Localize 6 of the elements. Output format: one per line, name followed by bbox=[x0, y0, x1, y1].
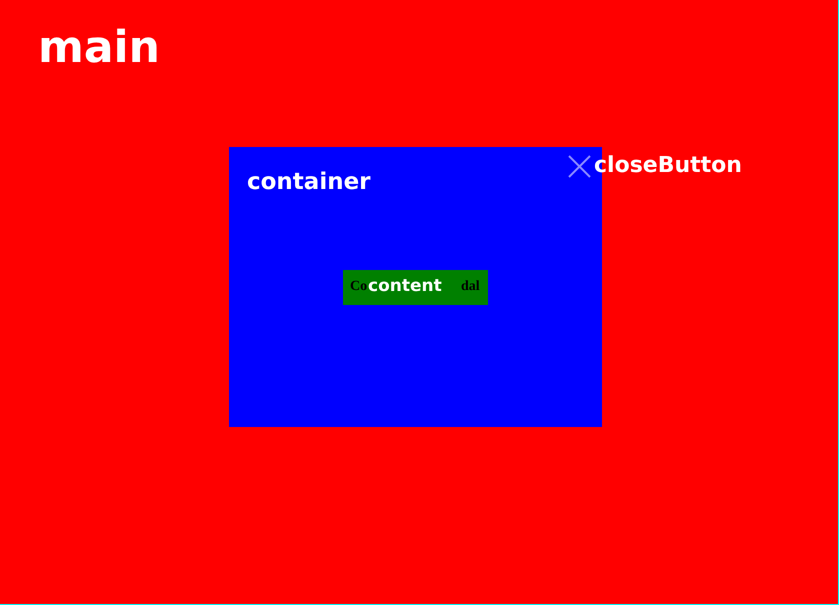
content-box bbox=[343, 270, 488, 305]
node-title: container bbox=[247, 171, 371, 194]
node-title: main bbox=[38, 26, 160, 70]
node-title: content bbox=[368, 278, 442, 295]
body-text-fragment: dal bbox=[461, 280, 480, 294]
body-text-fragment: Co bbox=[350, 280, 368, 294]
